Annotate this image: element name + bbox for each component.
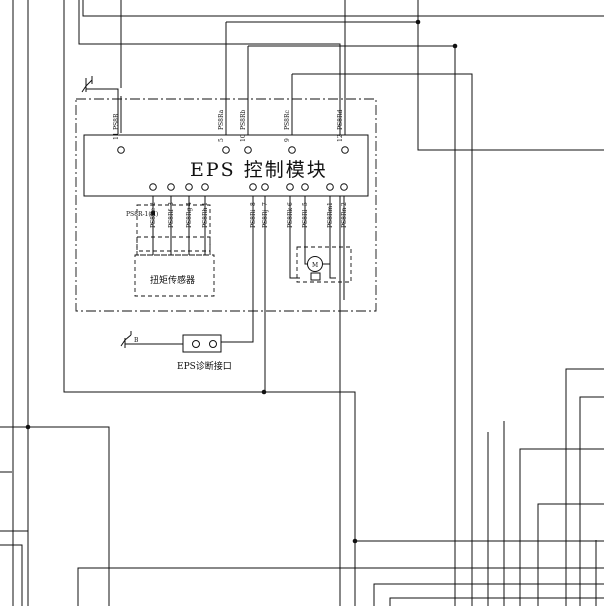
top-pin: 11 PS8R xyxy=(113,96,125,154)
torque-connector-label: PS8R-1(H) xyxy=(126,211,158,218)
top-pin: 10 PS8Rb xyxy=(240,46,252,154)
motor: M xyxy=(296,246,352,283)
svg-text:5: 5 xyxy=(218,138,225,142)
svg-text:M: M xyxy=(312,262,318,269)
torque-sensor: PS8R-1(H) 扭矩传感器 xyxy=(126,204,215,297)
svg-text:11: 11 xyxy=(113,132,120,140)
torque-sensor-label: 扭矩传感器 xyxy=(150,274,195,286)
svg-text:12: 12 xyxy=(337,134,344,142)
motor-icon xyxy=(307,256,323,272)
top-pin: 5 PS8Ra xyxy=(218,22,230,154)
svg-text:PS8R: PS8R xyxy=(113,113,120,130)
diagnostic-connector: B EPS诊断接口 xyxy=(120,331,232,372)
top-pins: 11 PS8R 5 PS8Ra 10 PS8Rb 9 PS8Rc xyxy=(113,22,349,154)
svg-text:PS8Rc: PS8Rc xyxy=(284,110,291,130)
svg-text:PS8Rb: PS8Rb xyxy=(240,110,247,130)
top-pin: 9 PS8Rc xyxy=(284,74,296,154)
diag-label: EPS诊断接口 xyxy=(177,360,232,372)
svg-text:PS8Ra: PS8Ra xyxy=(218,109,225,130)
ground-symbol-top xyxy=(81,76,119,134)
diag-wire-label: B xyxy=(134,337,139,344)
svg-text:PS8Rd: PS8Rd xyxy=(337,110,344,130)
svg-text:9: 9 xyxy=(284,138,291,142)
top-pin: 12 PS8Rd xyxy=(337,88,349,154)
svg-text:10: 10 xyxy=(240,134,247,142)
eps-control-module: EPS 控制模块 11 PS8R 5 PS8Ra 10 PS8Rb xyxy=(83,22,369,228)
module-title: EPS 控制模块 xyxy=(190,159,328,181)
